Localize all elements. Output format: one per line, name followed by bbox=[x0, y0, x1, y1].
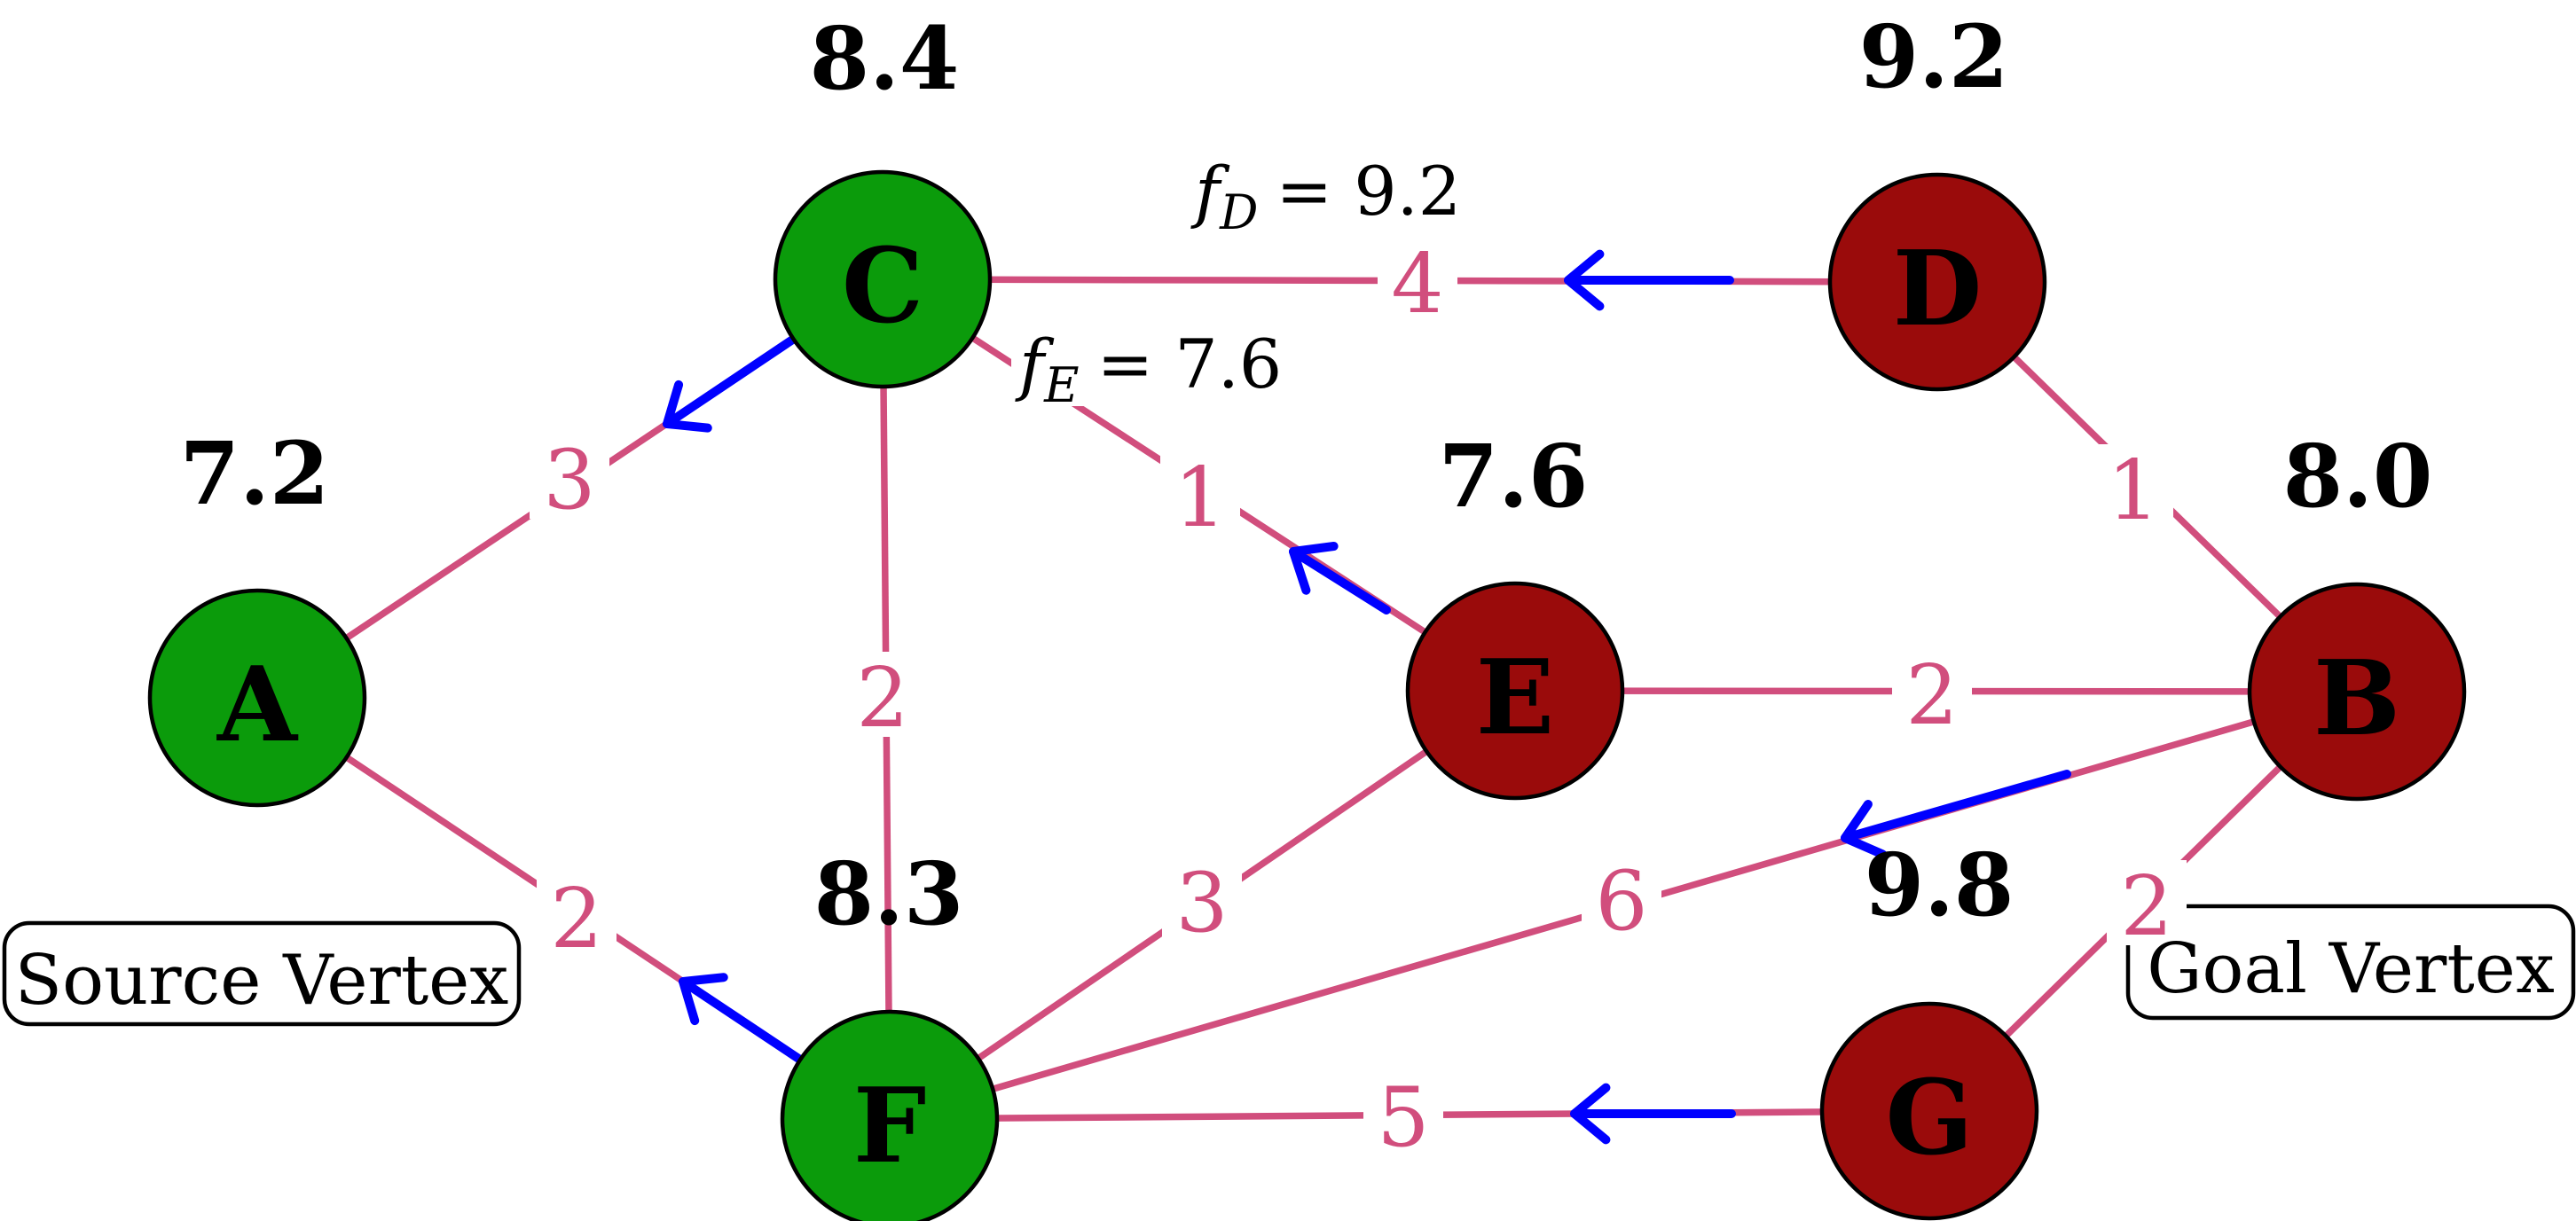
annotation-value: = 7.6 bbox=[1097, 325, 1283, 403]
weight-label-E-B: 2 bbox=[1905, 647, 1958, 743]
f-value-C: 8.4 bbox=[810, 8, 960, 109]
parent-pointer-arrow-E-C bbox=[1289, 542, 1391, 614]
weight-label-B-F: 6 bbox=[1595, 853, 1647, 949]
vertex-F-expanded: F bbox=[780, 1009, 1000, 1221]
parent-pointer-arrow-C-A bbox=[663, 334, 798, 433]
annotation-backing-f-E bbox=[1011, 330, 1304, 406]
vertex-B-frontier: B bbox=[2247, 582, 2467, 802]
vertex-label-D: D bbox=[1893, 229, 1983, 349]
weight-label-C-E: 1 bbox=[1174, 450, 1226, 545]
arrow-shaft bbox=[1289, 547, 1391, 614]
source-vertex-callout-box bbox=[2, 920, 522, 1027]
weight-backing-E-B bbox=[1892, 649, 1972, 734]
arrow-shaft bbox=[1841, 770, 2071, 842]
arrowhead-chevron-icon bbox=[1289, 542, 1339, 595]
weight-label-E-F: 3 bbox=[1175, 855, 1228, 951]
f-value-E: 7.6 bbox=[1439, 426, 1589, 527]
f-value-A: 7.2 bbox=[180, 423, 330, 524]
arrow-shaft bbox=[663, 334, 798, 428]
weight-label-B-G: 2 bbox=[2120, 858, 2172, 954]
source-vertex-callout-label: Source Vertex bbox=[15, 941, 509, 1021]
parent-pointer-arrow-B-F bbox=[1841, 770, 2071, 859]
vertex-label-B: B bbox=[2313, 638, 2400, 759]
weight-backing-C-E bbox=[1160, 451, 1240, 536]
arrowhead-chevron-icon bbox=[663, 380, 712, 433]
vertex-label-G: G bbox=[1885, 1058, 1973, 1178]
parent-pointer-arrow-D-C bbox=[1564, 249, 1734, 311]
parent-pointer-arrow-G-F bbox=[1570, 1083, 1736, 1145]
annotation-backing-f-D bbox=[1187, 151, 1481, 229]
weight-backing-F-G bbox=[1363, 1071, 1443, 1156]
annotation-subscript: E bbox=[1043, 357, 1079, 413]
vertex-circle-G bbox=[1819, 1001, 2039, 1221]
vertex-E-frontier: E bbox=[1405, 581, 1625, 801]
vertex-label-E: E bbox=[1476, 638, 1554, 758]
parent-pointer-arrow-F-A bbox=[679, 973, 805, 1064]
arrowhead-chevron-icon bbox=[1570, 1083, 1611, 1145]
vertex-circle-F bbox=[780, 1009, 1000, 1221]
annotation-f-D: fD= 9.2 bbox=[1190, 152, 1461, 240]
weight-label-F-G: 5 bbox=[1377, 1069, 1429, 1165]
weight-backing-C-D bbox=[1378, 238, 1457, 323]
vertex-label-C: C bbox=[842, 226, 923, 347]
weight-backing-A-F bbox=[537, 873, 617, 958]
weight-backing-D-B bbox=[2093, 444, 2173, 529]
vertex-circle-D bbox=[1827, 172, 2047, 392]
arrowhead-chevron-icon bbox=[679, 973, 728, 1026]
annotation-f-E: fE= 7.6 bbox=[1015, 325, 1282, 413]
f-value-G: 9.8 bbox=[1865, 834, 2014, 935]
weight-label-A-F: 2 bbox=[550, 871, 602, 967]
vertex-circle-A bbox=[147, 588, 367, 808]
f-value-B: 8.0 bbox=[2283, 426, 2433, 527]
arrow-shaft bbox=[679, 977, 805, 1064]
vertex-D-frontier: D bbox=[1827, 172, 2047, 392]
arrowhead-chevron-icon bbox=[1841, 800, 1888, 859]
weight-backing-B-F bbox=[1582, 855, 1661, 940]
weight-label-C-F: 2 bbox=[856, 650, 908, 746]
weight-backing-C-F bbox=[843, 652, 923, 737]
vertex-circle-C bbox=[773, 169, 993, 389]
annotation-value: = 9.2 bbox=[1276, 152, 1461, 231]
vertex-C-expanded: C bbox=[773, 169, 993, 389]
weight-label-D-B: 1 bbox=[2107, 442, 2159, 538]
weight-label-A-C: 3 bbox=[543, 432, 595, 528]
f-value-F: 8.3 bbox=[814, 843, 964, 944]
vertex-label-F: F bbox=[853, 1066, 926, 1186]
weight-backing-A-C bbox=[530, 434, 609, 519]
vertex-circle-E bbox=[1405, 581, 1625, 801]
arrowhead-chevron-icon bbox=[1564, 249, 1605, 311]
goal-vertex-callout-label: Goal Vertex bbox=[2147, 929, 2555, 1009]
weight-label-C-D: 4 bbox=[1391, 236, 1443, 332]
vertex-G-frontier: G bbox=[1819, 1001, 2039, 1221]
weight-backing-E-F bbox=[1162, 857, 1242, 942]
annotation-subscript: D bbox=[1219, 184, 1258, 240]
goal-vertex-callout-box bbox=[2125, 904, 2576, 1021]
vertex-label-A: A bbox=[216, 645, 299, 765]
vertex-circle-B bbox=[2247, 582, 2467, 802]
weight-backing-B-G bbox=[2107, 860, 2187, 945]
f-value-D: 9.2 bbox=[1859, 6, 2009, 107]
vertex-A-expanded: A bbox=[147, 588, 367, 808]
